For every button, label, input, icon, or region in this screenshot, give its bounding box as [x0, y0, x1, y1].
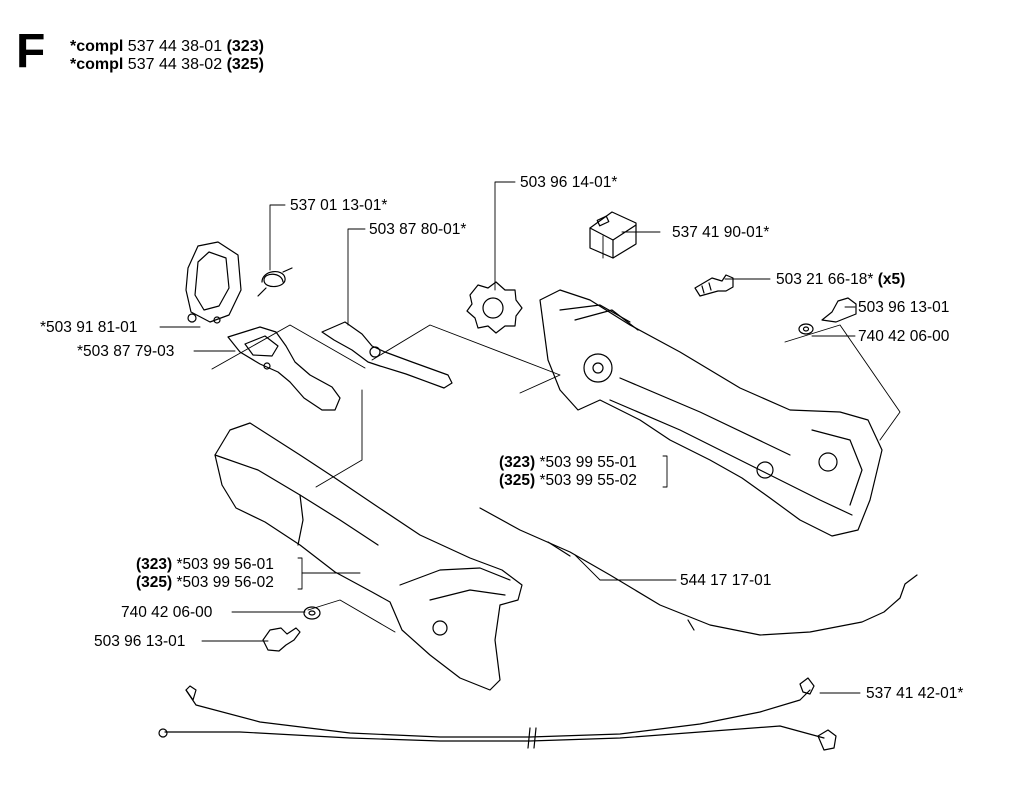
part-label: 537 41 42-01* — [866, 685, 964, 702]
part-label-model: (325) *503 99 55-02 — [499, 472, 637, 489]
compl-line-323: *compl 537 44 38-01 (323) — [70, 38, 264, 56]
part-label: 740 42 06-00 — [121, 604, 213, 621]
part-label-with-qty: 503 21 66-18* (x5) — [776, 271, 905, 288]
compl-number: 537 44 38-02 — [127, 56, 223, 73]
part-label: *503 91 81-01 — [40, 319, 138, 336]
model-tag: (325) — [136, 574, 173, 591]
part-label: 503 96 13-01 — [94, 633, 186, 650]
part-label: 740 42 06-00 — [858, 328, 950, 345]
part-label: 503 96 14-01* — [520, 174, 618, 191]
model-tag: (325) — [499, 472, 536, 489]
part-number: *503 99 56-02 — [176, 574, 274, 591]
washer-part — [798, 323, 814, 335]
screw-part-short — [821, 297, 857, 323]
compl-prefix: *compl — [70, 56, 124, 73]
part-label: 503 96 13-01 — [858, 299, 950, 316]
part-label-model: (323) *503 99 56-01 — [136, 556, 274, 573]
part-label: 544 17 17-01 — [680, 572, 772, 589]
switch-part — [589, 211, 637, 259]
part-number: *503 99 56-01 — [176, 556, 274, 573]
washer-part-lower — [303, 606, 321, 620]
compl-model: (325) — [226, 56, 264, 73]
screw-part-long — [694, 274, 734, 297]
compl-number: 537 44 38-01 — [127, 38, 223, 55]
model-tag: (323) — [499, 454, 536, 471]
trigger-part — [227, 326, 341, 411]
spring-part — [257, 267, 293, 297]
compl-model: (323) — [226, 38, 264, 55]
compl-prefix: *compl — [70, 38, 124, 55]
part-label: 503 87 80-01* — [369, 221, 467, 238]
throttle-cable-part — [479, 507, 918, 636]
wire-harness-part — [158, 677, 837, 751]
part-number: *503 99 55-02 — [539, 472, 637, 489]
section-letter: F — [16, 25, 46, 78]
leader-lines — [159, 181, 901, 694]
handle-half-lower — [214, 422, 523, 691]
part-label-model: (323) *503 99 55-01 — [499, 454, 637, 471]
part-number: 503 21 66-18* — [776, 271, 874, 288]
part-label: *503 87 79-03 — [77, 343, 175, 360]
handle-half-upper — [539, 289, 883, 537]
model-tag: (323) — [136, 556, 173, 573]
clip-part — [185, 241, 242, 324]
part-quantity: (x5) — [877, 271, 906, 288]
part-label-model: (325) *503 99 56-02 — [136, 574, 274, 591]
screw-part-lower — [262, 627, 301, 652]
gear-ring-part — [466, 281, 523, 334]
part-number: *503 99 55-01 — [539, 454, 637, 471]
part-label: 537 41 90-01* — [672, 224, 770, 241]
part-label: 537 01 13-01* — [290, 197, 388, 214]
compl-line-325: *compl 537 44 38-02 (325) — [70, 56, 264, 74]
throttle-lever-part — [321, 321, 453, 389]
